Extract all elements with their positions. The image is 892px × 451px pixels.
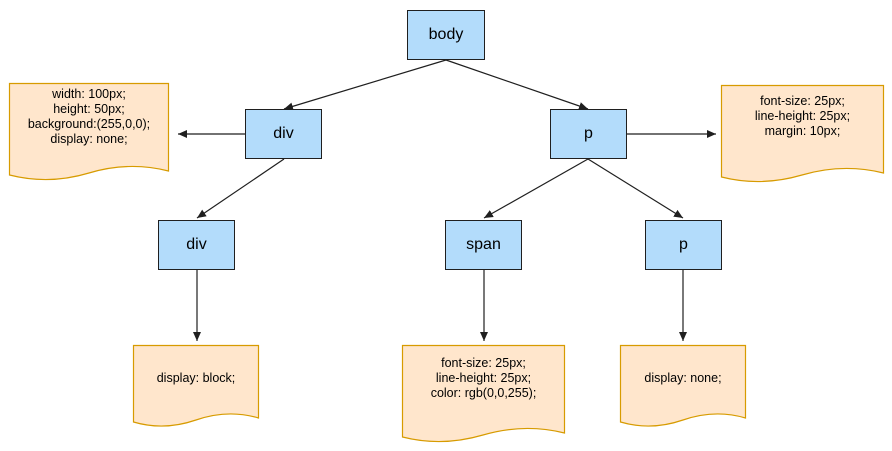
note-shape <box>720 84 885 183</box>
node-div-parent: div <box>245 109 322 159</box>
note-div-child-styles: display: block; <box>132 344 260 429</box>
note-line: margin: 10px; <box>764 124 841 138</box>
note-p-child-styles: display: none; <box>619 344 747 429</box>
note-line: display: block; <box>156 371 236 385</box>
edge-div-to-div <box>196 158 285 219</box>
node-div-child: div <box>158 220 235 270</box>
edge-body-to-div <box>283 59 447 111</box>
note-p-parent-styles: font-size: 25px; line-height: 25px; marg… <box>720 84 885 185</box>
note-shape <box>132 344 260 427</box>
note-line: line-height: 25px; <box>435 371 532 385</box>
note-shape <box>619 344 747 427</box>
node-span-child: span <box>445 220 522 270</box>
note-line: line-height: 25px; <box>754 109 851 123</box>
note-shape <box>8 82 170 181</box>
edge-body-to-p <box>445 59 589 110</box>
node-p-parent: p <box>550 109 627 159</box>
note-line: color: rgb(0,0,255); <box>430 386 537 400</box>
note-div-parent-styles: width: 100px; height: 50px; background:(… <box>8 82 170 183</box>
edge-p-to-span <box>483 158 589 219</box>
note-line: font-size: 25px; <box>441 356 526 370</box>
edge-p-to-p <box>587 158 684 219</box>
note-line: font-size: 25px; <box>760 94 845 108</box>
node-body: body <box>407 10 485 60</box>
note-line: display: none; <box>644 371 722 385</box>
note-line: width: 100px; <box>52 87 126 101</box>
note-shape <box>401 344 566 443</box>
node-p-child: p <box>645 220 722 270</box>
note-span-child-styles: font-size: 25px; line-height: 25px; colo… <box>401 344 566 445</box>
note-line: height: 50px; <box>53 102 125 116</box>
note-line: background:(255,0,0); <box>27 117 151 131</box>
note-line: display: none; <box>50 132 128 146</box>
